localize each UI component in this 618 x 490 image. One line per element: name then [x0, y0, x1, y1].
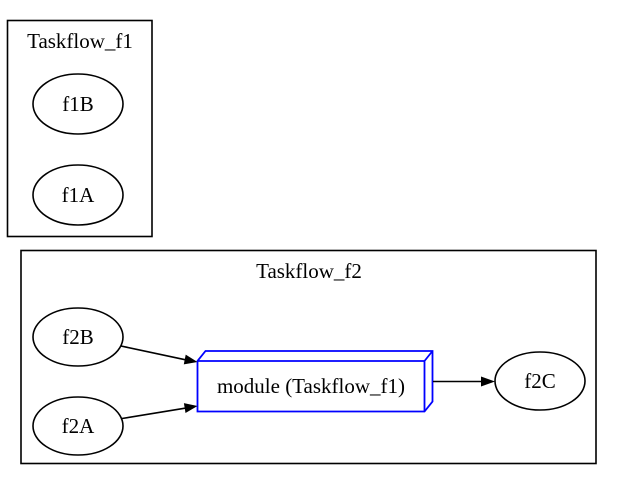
node-f1b-label: f1B — [62, 92, 94, 116]
node-f2c: f2C — [494, 351, 586, 411]
node-f2b: f2B — [32, 307, 124, 367]
node-f2b-ellipse — [32, 307, 124, 367]
node-f1b: f1B — [32, 73, 124, 135]
node-f2a-label: f2A — [62, 414, 95, 438]
edge-f2b-to-module — [120, 345, 198, 365]
node-f2c-ellipse — [494, 351, 586, 411]
node-module-label: module (Taskflow_f1) — [217, 374, 405, 398]
node-f1b-ellipse — [32, 73, 124, 135]
node-f1a-ellipse — [32, 164, 124, 226]
node-f2b-label: f2B — [62, 325, 94, 349]
edge-f2b-to-module-arrowhead — [183, 354, 198, 365]
edge-f2a-to-module — [121, 403, 198, 420]
cluster-taskflow-f2: Taskflow_f2 f2B f2A module (Taskflow_f1)… — [20, 249, 597, 465]
node-f1a: f1A — [32, 164, 124, 226]
edge-f2b-to-module-line — [120, 345, 186, 361]
node-module-taskflow-f1: module (Taskflow_f1) — [196, 350, 434, 413]
node-f2a: f2A — [32, 396, 124, 456]
edge-f2a-to-module-arrowhead — [183, 403, 198, 413]
edge-module-to-f2c-arrowhead — [481, 376, 495, 387]
node-f2c-label: f2C — [524, 369, 556, 393]
cluster-taskflow-f2-title: Taskflow_f2 — [256, 259, 362, 283]
edge-f2a-to-module-line — [121, 407, 186, 420]
module-box3d-depth-lines — [197, 350, 434, 412]
cluster-taskflow-f1-title: Taskflow_f1 — [27, 29, 133, 53]
cluster-taskflow-f1: Taskflow_f1 f1B f1A — [6, 19, 153, 238]
node-f1a-label: f1A — [62, 183, 95, 207]
node-f2a-ellipse — [32, 396, 124, 456]
cluster-taskflow-f1-border — [6, 19, 153, 238]
cluster-taskflow-f2-border — [20, 249, 597, 465]
edge-module-to-f2c — [433, 376, 495, 387]
